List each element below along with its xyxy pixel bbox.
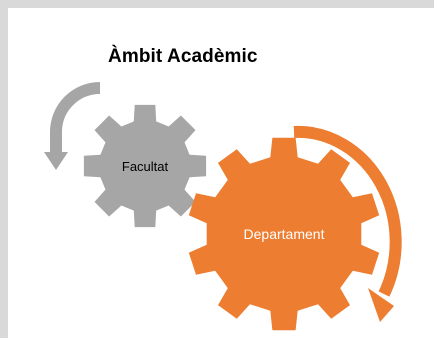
gear-label-departament: Departament (244, 226, 325, 242)
diagram-title: Àmbit Acadèmic (108, 46, 258, 67)
gear-departament: Departament (188, 137, 380, 331)
curved-arrow-clockwise-icon (293, 125, 402, 322)
curved-arrow-counterclockwise-icon (44, 82, 101, 170)
gear-label-facultat: Facultat (122, 159, 169, 174)
gears-diagram: Facultat Departament (44, 82, 402, 331)
gear-facultat: Facultat (83, 104, 207, 228)
